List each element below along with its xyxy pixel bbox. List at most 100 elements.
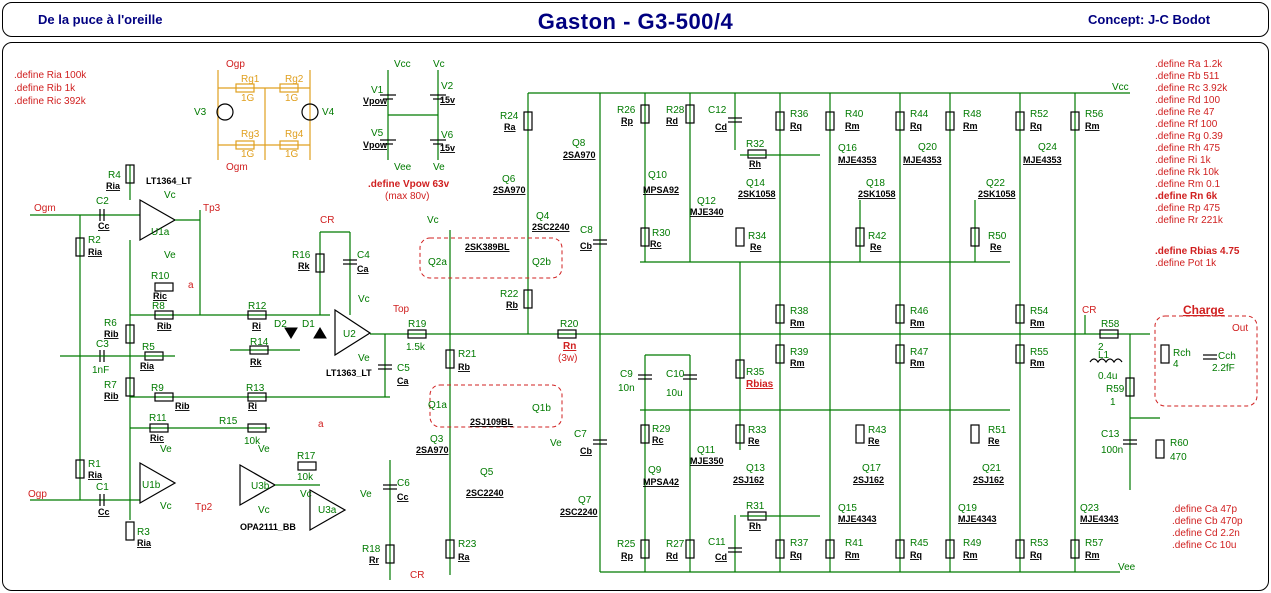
- svg-text:V4: V4: [322, 107, 335, 118]
- svg-text:Q2b: Q2b: [532, 257, 551, 268]
- svg-text:R31: R31: [746, 501, 765, 512]
- define-line: .define Rg 0.39: [1155, 131, 1223, 142]
- svg-text:Q18: Q18: [866, 178, 885, 189]
- svg-text:Vc: Vc: [160, 501, 172, 512]
- svg-text:Q6: Q6: [502, 174, 516, 185]
- svg-text:10u: 10u: [666, 388, 683, 399]
- svg-text:MJE4353: MJE4353: [903, 155, 942, 165]
- svg-text:R20: R20: [560, 319, 579, 330]
- svg-text:MPSA42: MPSA42: [643, 477, 679, 487]
- svg-text:R42: R42: [868, 231, 887, 242]
- svg-text:Rm: Rm: [963, 550, 978, 560]
- svg-text:U3a: U3a: [318, 505, 337, 516]
- svg-text:U1a: U1a: [151, 227, 170, 238]
- define-line: .define Rf 100: [1155, 119, 1218, 130]
- svg-text:R28: R28: [666, 105, 685, 116]
- svg-text:Cch: Cch: [1218, 351, 1236, 362]
- svg-text:R55: R55: [1030, 347, 1049, 358]
- svg-text:V3: V3: [194, 107, 207, 118]
- svg-text:Rk: Rk: [298, 261, 310, 271]
- svg-text:R14: R14: [250, 337, 269, 348]
- svg-text:R21: R21: [458, 349, 477, 360]
- svg-text:R6: R6: [104, 318, 117, 329]
- define-line: .define Ri 1k: [1155, 155, 1212, 166]
- svg-text:Ria: Ria: [88, 470, 103, 480]
- svg-text:CR: CR: [1082, 305, 1096, 316]
- svg-text:Ve: Ve: [164, 250, 176, 261]
- svg-text:2SJ162: 2SJ162: [973, 475, 1004, 485]
- svg-text:Rn: Rn: [563, 341, 576, 352]
- svg-text:2SK1058: 2SK1058: [978, 189, 1016, 199]
- svg-text:R57: R57: [1085, 538, 1104, 549]
- svg-text:R12: R12: [248, 301, 267, 312]
- svg-text:Ve: Ve: [550, 438, 562, 449]
- svg-text:100n: 100n: [1101, 445, 1123, 456]
- svg-text:Vc: Vc: [433, 59, 445, 70]
- svg-text:R27: R27: [666, 539, 685, 550]
- svg-text:R38: R38: [790, 306, 809, 317]
- svg-text:R19: R19: [408, 319, 427, 330]
- svg-text:Out: Out: [1232, 323, 1248, 334]
- define-line: .define Ric 392k: [14, 96, 87, 107]
- svg-text:MJE4343: MJE4343: [958, 514, 997, 524]
- svg-text:Ric: Ric: [153, 291, 167, 301]
- svg-text:Q22: Q22: [986, 178, 1005, 189]
- schematic-frame: [2, 42, 1269, 591]
- svg-text:D1: D1: [302, 319, 315, 330]
- svg-text:R40: R40: [845, 109, 864, 120]
- svg-text:Q14: Q14: [746, 178, 765, 189]
- charge-label: Charge: [1183, 303, 1225, 317]
- svg-text:V1: V1: [371, 85, 384, 96]
- svg-text:Q16: Q16: [838, 143, 857, 154]
- svg-text:Re: Re: [748, 436, 760, 446]
- svg-text:R53: R53: [1030, 538, 1049, 549]
- svg-text:Rm: Rm: [963, 121, 978, 131]
- svg-text:Vc: Vc: [358, 294, 370, 305]
- svg-text:Q3: Q3: [430, 434, 444, 445]
- define-line: .define Rn 6k: [1155, 191, 1218, 202]
- define-line: .define Ria 100k: [14, 70, 87, 81]
- svg-text:4: 4: [1173, 359, 1179, 370]
- define-line: .define Rh 475: [1155, 143, 1220, 154]
- svg-text:Ria: Ria: [140, 361, 155, 371]
- svg-text:Vee: Vee: [394, 162, 412, 173]
- svg-text:R45: R45: [910, 538, 929, 549]
- svg-text:Rh: Rh: [749, 521, 761, 531]
- svg-text:Q9: Q9: [648, 465, 662, 476]
- svg-text:Ria: Ria: [88, 247, 103, 257]
- svg-text:R22: R22: [500, 289, 519, 300]
- svg-text:CR: CR: [320, 215, 334, 226]
- svg-text:Rib: Rib: [104, 391, 119, 401]
- svg-text:C7: C7: [574, 429, 587, 440]
- svg-text:MJE4343: MJE4343: [1080, 514, 1119, 524]
- svg-text:Rm: Rm: [845, 550, 860, 560]
- svg-text:Re: Re: [868, 436, 880, 446]
- svg-text:Rr: Rr: [369, 555, 379, 565]
- svg-text:Tp2: Tp2: [195, 502, 213, 513]
- svg-text:Rm: Rm: [1030, 318, 1045, 328]
- svg-text:R17: R17: [297, 451, 316, 462]
- svg-text:1: 1: [1110, 397, 1116, 408]
- svg-text:R51: R51: [988, 425, 1007, 436]
- svg-text:Q11: Q11: [697, 445, 716, 456]
- svg-text:Ca: Ca: [357, 264, 369, 274]
- svg-text:2SK1058: 2SK1058: [738, 189, 776, 199]
- define-rbias: .define Rbias 4.75: [1155, 246, 1240, 257]
- svg-text:MJE340: MJE340: [690, 207, 724, 217]
- svg-text:R44: R44: [910, 109, 929, 120]
- svg-text:R16: R16: [292, 250, 311, 261]
- svg-text:C2: C2: [96, 196, 109, 207]
- svg-text:Re: Re: [990, 242, 1002, 252]
- svg-text:R18: R18: [362, 544, 381, 555]
- svg-text:Rg4: Rg4: [285, 129, 304, 140]
- svg-text:Q21: Q21: [982, 463, 1001, 474]
- svg-text:Q20: Q20: [918, 142, 937, 153]
- svg-text:Rb: Rb: [458, 362, 470, 372]
- svg-text:Ria: Ria: [137, 538, 152, 548]
